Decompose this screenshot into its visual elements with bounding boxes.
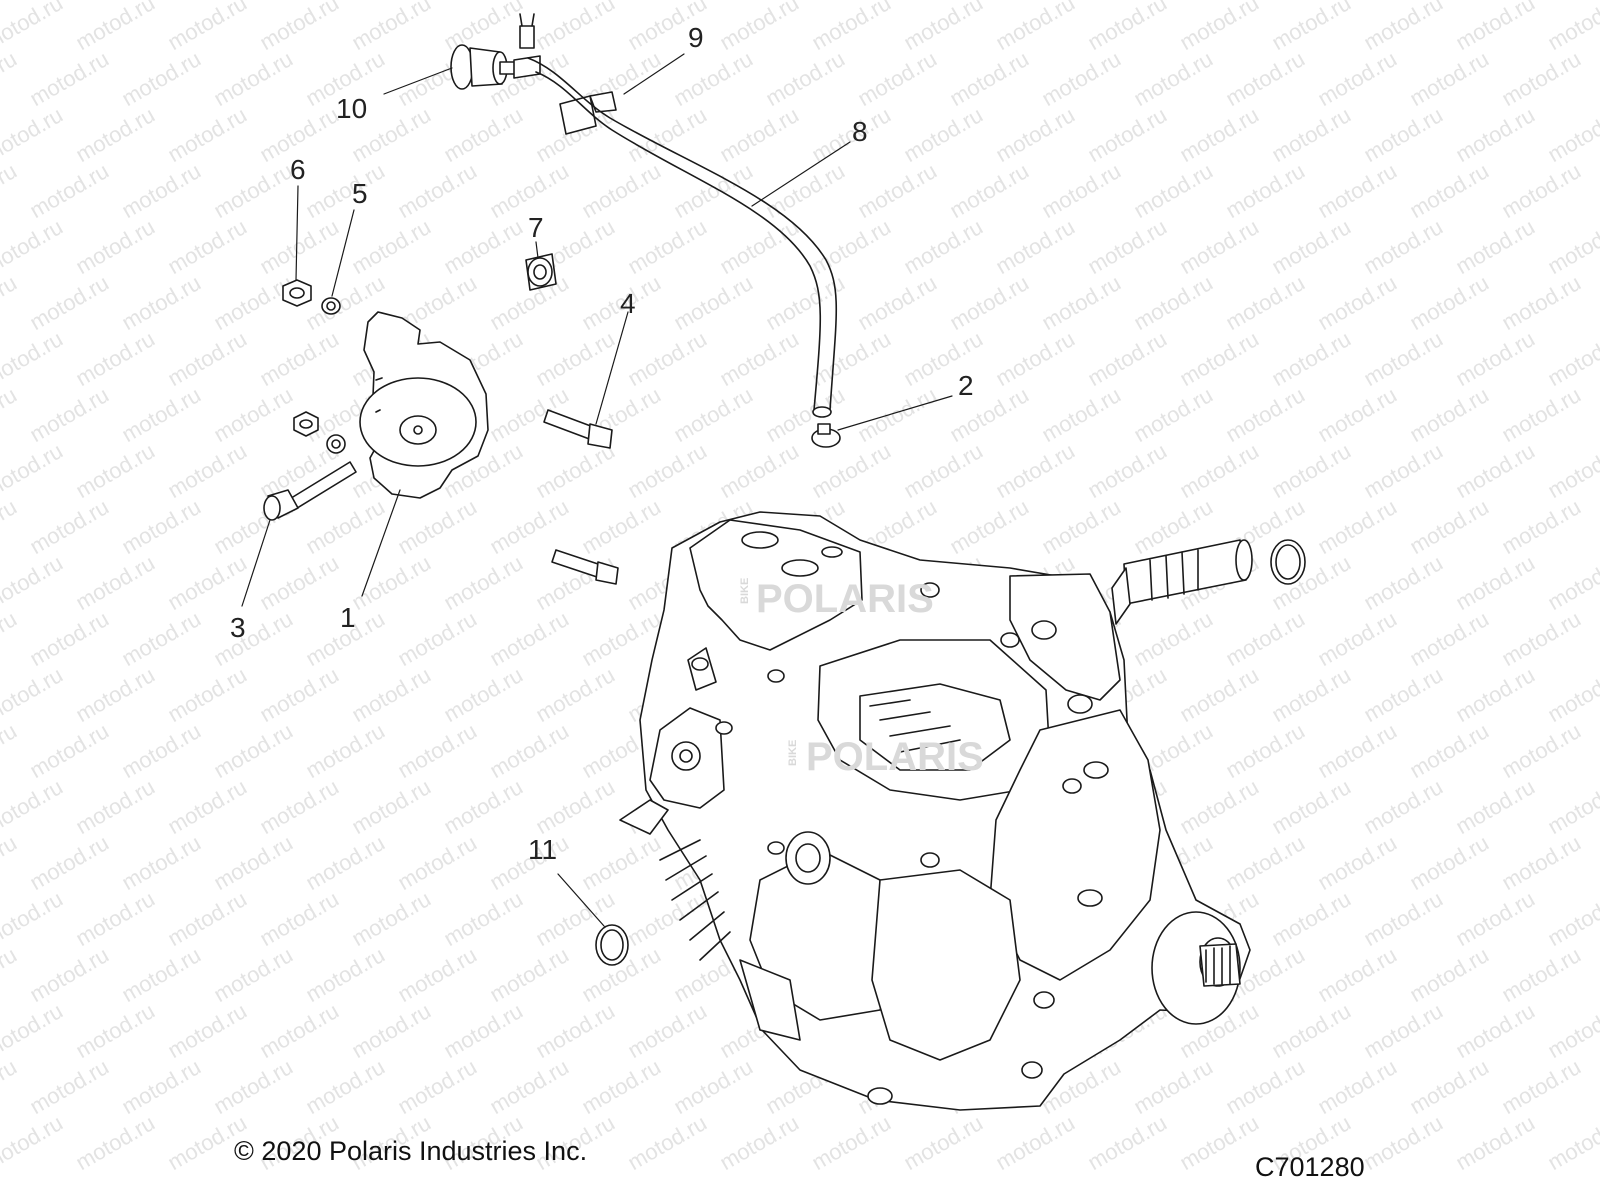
callout-11: 11 <box>528 834 558 865</box>
callout-9: 9 <box>688 22 704 53</box>
gearbox-assembly <box>619 511 1253 1111</box>
diagram-code: C701280 <box>1255 1152 1365 1182</box>
breather-cap-part <box>450 44 523 90</box>
bushing-part <box>525 253 557 291</box>
washer-part-2 <box>326 434 346 454</box>
callout-7: 7 <box>528 212 544 243</box>
vent-hose-part <box>527 57 838 411</box>
long-bolt-part <box>263 461 357 521</box>
nut-part-2 <box>293 411 319 437</box>
nut-part <box>282 279 312 307</box>
hose-clip-part <box>513 13 617 135</box>
callout-6: 6 <box>290 154 306 185</box>
o-ring-part <box>595 924 629 966</box>
brand-watermark-small: BIKE <box>739 578 751 604</box>
sensor-housing-part <box>359 311 489 499</box>
copyright-notice: © 2020 Polaris Industries Inc. <box>234 1136 588 1166</box>
brand-watermark-main: POLARIS <box>756 577 934 621</box>
callout-3: 3 <box>230 612 246 643</box>
mount-bolt-part <box>551 549 619 585</box>
washer-part <box>321 297 341 315</box>
o-ring-part-2 <box>1270 539 1306 585</box>
callout-8: 8 <box>852 116 868 147</box>
callout-5: 5 <box>352 178 368 209</box>
leader-lines <box>241 53 953 927</box>
brand-watermark-main-2: POLARIS <box>806 735 984 779</box>
brand-watermark-small-2: BIKE <box>787 740 799 766</box>
brand-watermark-1: BIKE POLARIS <box>739 577 934 621</box>
callout-1: 1 <box>340 602 356 633</box>
hose-clamp-part <box>811 423 841 448</box>
vent-hose-part-outline <box>535 71 822 411</box>
callout-10: 10 <box>336 93 368 124</box>
bolt-part <box>543 409 613 449</box>
callout-2: 2 <box>958 370 974 401</box>
callout-4: 4 <box>620 288 636 319</box>
brand-watermark-2: BIKE POLARIS <box>787 735 984 779</box>
